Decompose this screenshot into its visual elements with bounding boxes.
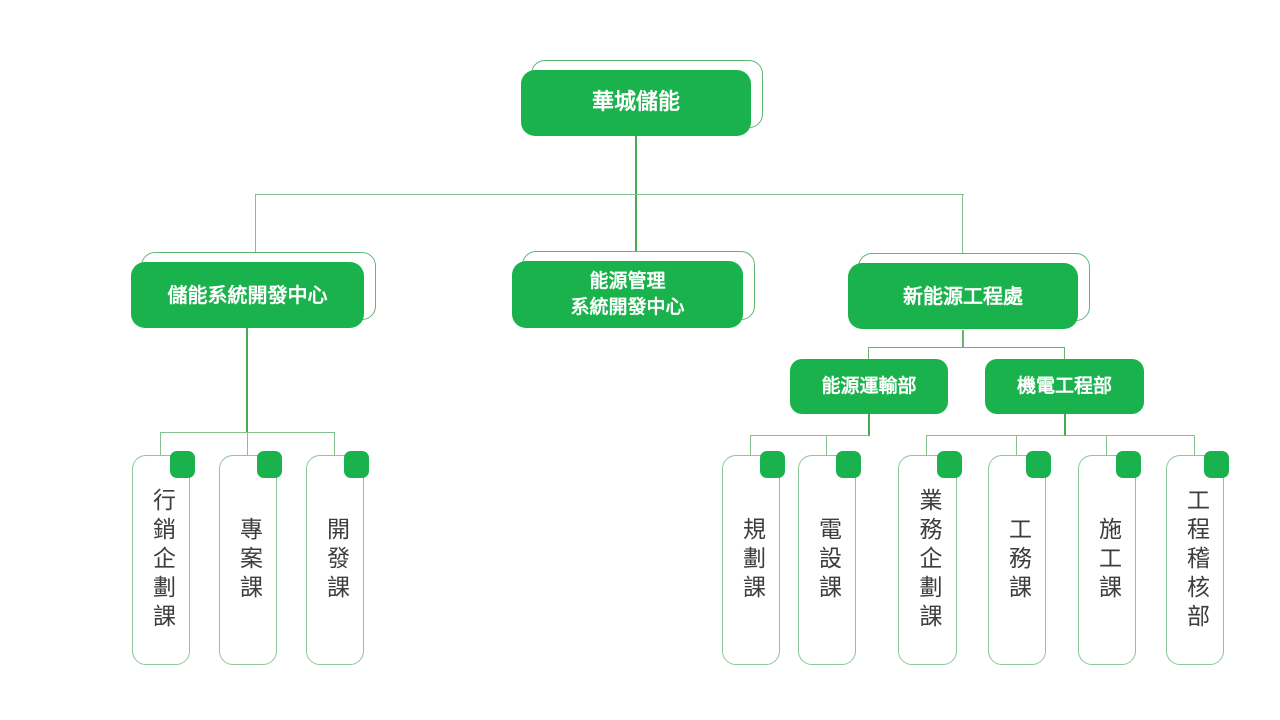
node-corner-tab xyxy=(344,451,369,478)
org-node-marketing-planning-section: 行銷企劃課 xyxy=(132,451,195,665)
node-label: 工務課 xyxy=(1004,516,1031,604)
org-node-construction-section: 施工課 xyxy=(1078,451,1141,665)
node-corner-tab xyxy=(760,451,785,478)
org-node-business-planning-section: 業務企劃課 xyxy=(898,451,962,665)
node-label: 儲能系統開發中心 xyxy=(167,282,328,307)
org-node-huacheng-energy-storage: 華城儲能 xyxy=(521,70,751,136)
node-label: 華城儲能 xyxy=(591,90,680,116)
connector-line xyxy=(255,194,256,252)
node-label: 規劃課 xyxy=(738,516,765,604)
node-corner-tab xyxy=(836,451,861,478)
node-label: 開發課 xyxy=(322,516,349,604)
connector-line xyxy=(868,347,1065,348)
node-corner-tab xyxy=(937,451,962,478)
org-node-engineering-audit-dept: 工程稽核部 xyxy=(1166,451,1229,665)
connector-line xyxy=(255,194,964,195)
org-node-development-section: 開發課 xyxy=(306,451,369,665)
node-label-line2: 系統開發中心 xyxy=(570,295,685,318)
node-corner-tab xyxy=(1116,451,1141,478)
org-node-works-section: 工務課 xyxy=(988,451,1051,665)
node-label: 行銷企劃課 xyxy=(148,487,175,633)
org-node-project-section: 專案課 xyxy=(219,451,282,665)
org-node-mech-electrical-dept: 機電工程部 xyxy=(985,359,1144,414)
connector-line xyxy=(868,413,870,436)
connector-line xyxy=(247,432,248,455)
node-label: 機電工程部 xyxy=(1016,374,1112,397)
connector-line xyxy=(1106,435,1107,455)
node-corner-tab xyxy=(170,451,195,478)
connector-line xyxy=(1064,347,1065,359)
connector-line xyxy=(1016,435,1017,455)
org-node-energy-transport-dept: 能源運輸部 xyxy=(790,359,948,414)
node-label: 施工課 xyxy=(1094,516,1121,604)
node-label: 新能源工程處 xyxy=(903,283,1023,308)
connector-line xyxy=(750,435,869,436)
connector-line xyxy=(1194,435,1195,455)
connector-line xyxy=(962,330,964,348)
connector-line xyxy=(868,347,869,359)
connector-line xyxy=(1064,413,1066,436)
org-node-electrical-section: 電設課 xyxy=(798,451,861,665)
connector-line xyxy=(926,435,927,455)
org-node-new-energy-engineering: 新能源工程處 xyxy=(848,263,1078,329)
connector-line xyxy=(334,432,335,455)
node-label: 能源運輸部 xyxy=(821,374,917,397)
node-label-line1: 能源管理 xyxy=(589,269,666,292)
org-node-storage-system-dev-center: 儲能系統開發中心 xyxy=(131,262,364,328)
connector-line xyxy=(962,194,963,253)
connector-line xyxy=(750,435,751,455)
connector-line xyxy=(826,435,827,455)
connector-line xyxy=(160,432,161,455)
node-corner-tab xyxy=(1026,451,1051,478)
connector-line xyxy=(926,435,1194,436)
connector-line xyxy=(246,328,248,432)
node-corner-tab xyxy=(1204,451,1229,478)
org-node-planning-section: 規劃課 xyxy=(722,451,785,665)
org-node-energy-mgmt-system-dev-center: 能源管理 系統開發中心 xyxy=(512,261,743,328)
node-corner-tab xyxy=(257,451,282,478)
node-label: 業務企劃課 xyxy=(915,487,941,633)
node-label: 專案課 xyxy=(235,516,262,604)
node-label: 工程稽核部 xyxy=(1182,487,1209,633)
node-label: 電設課 xyxy=(814,516,841,604)
